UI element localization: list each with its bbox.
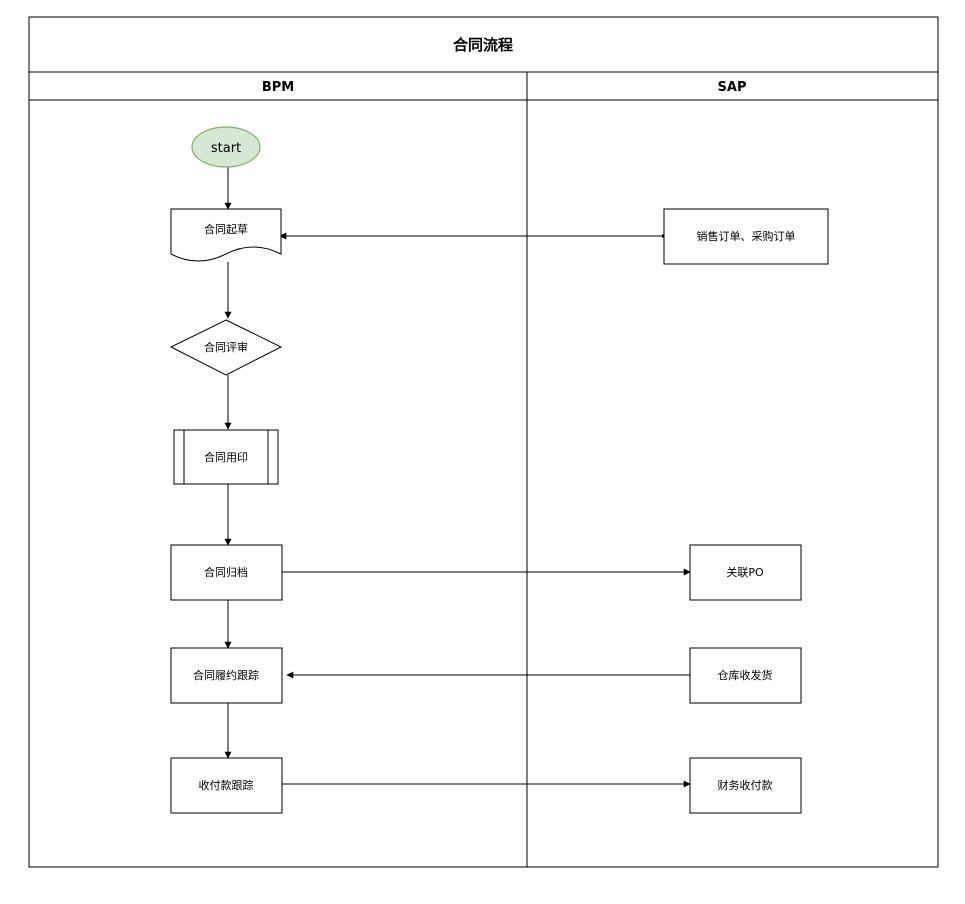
node-contract-archive-label: 合同归档 bbox=[204, 565, 248, 579]
node-finance-payment[interactable]: 财务收付款 bbox=[689, 757, 802, 814]
lane-header-sap: SAP bbox=[718, 80, 747, 95]
node-start-label: start bbox=[211, 141, 241, 156]
node-warehouse[interactable]: 仓库收发货 bbox=[689, 647, 802, 704]
connector-lines bbox=[224, 167, 691, 788]
node-sales-purchase-orders-label: 销售订单、采购订单 bbox=[697, 229, 796, 243]
node-contract-review-label: 合同评审 bbox=[204, 340, 248, 354]
node-contract-tracking-label: 合同履约跟踪 bbox=[193, 668, 259, 682]
node-contract-tracking[interactable]: 合同履约跟踪 bbox=[170, 647, 283, 704]
node-warehouse-label: 仓库收发货 bbox=[718, 668, 773, 682]
node-contract-draft-label: 合同起草 bbox=[204, 222, 248, 236]
node-contract-seal[interactable]: 合同用印 bbox=[173, 429, 279, 485]
node-contract-seal-label: 合同用印 bbox=[204, 450, 248, 464]
node-contract-archive[interactable]: 合同归档 bbox=[170, 544, 283, 601]
node-contract-draft[interactable]: 合同起草 bbox=[170, 208, 282, 262]
lane-header-bpm: BPM bbox=[262, 80, 294, 95]
node-payment-tracking[interactable]: 收付款跟踪 bbox=[170, 757, 283, 814]
node-finance-payment-label: 财务收付款 bbox=[718, 778, 773, 792]
swimlane-pool bbox=[28, 16, 939, 868]
node-payment-tracking-label: 收付款跟踪 bbox=[199, 778, 254, 792]
node-contract-review[interactable]: 合同评审 bbox=[169, 319, 283, 376]
node-link-po[interactable]: 关联PO bbox=[689, 544, 802, 601]
diagram-title: 合同流程 bbox=[452, 36, 513, 54]
node-link-po-label: 关联PO bbox=[726, 565, 764, 579]
node-start[interactable]: start bbox=[191, 126, 261, 168]
node-sales-purchase-orders[interactable]: 销售订单、采购订单 bbox=[663, 208, 829, 265]
